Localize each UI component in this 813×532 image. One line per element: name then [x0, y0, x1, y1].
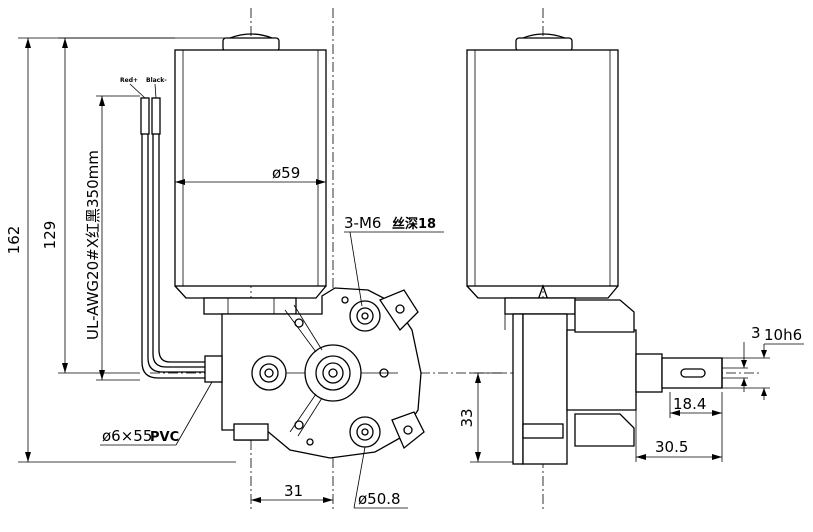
dim-text-overall-height: 162 — [5, 226, 23, 255]
dim-key-length — [669, 392, 722, 418]
dim-shaft-height — [470, 372, 513, 463]
lead-wires — [140, 97, 223, 383]
callout-lead-wire: UL-AWG20#X红黑350mm — [84, 150, 102, 340]
callout-sleeve-material: PVC — [150, 430, 179, 445]
dim-text-shaft-height: 33 — [458, 408, 476, 427]
side-motor — [466, 33, 619, 316]
dim-text-shaft-tolerance: 10h6 — [764, 326, 802, 344]
dim-motor-diameter — [175, 179, 326, 185]
dim-shaft-length — [635, 392, 723, 462]
dim-text-shaft-length: 30.5 — [655, 438, 688, 456]
dim-bolt-offset — [251, 497, 333, 503]
dim-text-key-width: 3 — [751, 324, 761, 342]
dim-shaft-diameter — [722, 343, 804, 400]
front-gearbox — [221, 287, 425, 459]
callout-sleeve-leader — [100, 381, 213, 446]
dim-text-key-length: 18.4 — [673, 395, 706, 413]
dim-text-motor-diameter: ø59 — [272, 164, 300, 182]
dim-key-width — [722, 342, 748, 392]
callout-thread-depth: 丝深18 — [392, 216, 436, 232]
side-gearbox — [504, 297, 723, 465]
dim-text-motor-height: 129 — [41, 221, 59, 250]
dim-text-bolt-offset: 31 — [284, 482, 303, 500]
callout-thread: 3-M6 — [344, 214, 381, 232]
wire-label-black: Black- — [146, 77, 167, 84]
callout-sleeve: ø6×55 — [102, 427, 152, 445]
wire-label-red: Red+ — [120, 77, 138, 84]
dim-bolt-circle-leader — [353, 446, 408, 509]
dim-motor-height — [58, 37, 175, 374]
callout-thread-leader — [344, 231, 444, 307]
dim-lead-wire — [96, 95, 140, 381]
front-motor — [174, 33, 327, 315]
dim-text-bolt-circle: ø50.8 — [358, 490, 401, 508]
